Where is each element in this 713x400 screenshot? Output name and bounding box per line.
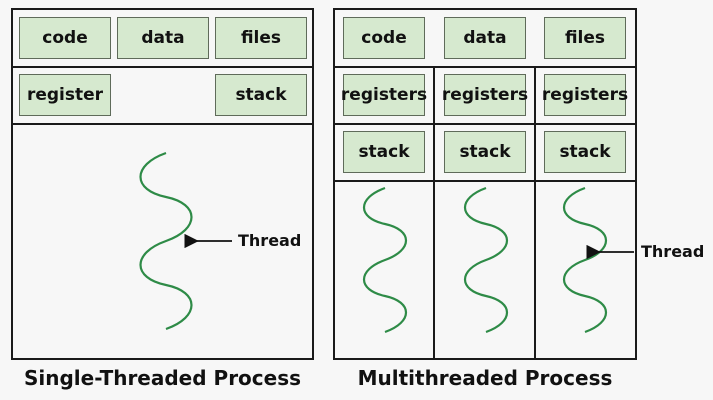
multi-divider-bottom [333, 180, 637, 182]
multi-registers-box: registers [341, 74, 427, 116]
multi-column-divider-2 [534, 66, 536, 360]
single-stack-box: stack [215, 74, 307, 116]
multi-stack-box: stack [444, 131, 526, 173]
single-divider-bottom [11, 123, 314, 125]
multi-thread-squiggle [563, 186, 607, 334]
single-code-box: code [19, 17, 111, 59]
multi-stack-box: stack [544, 131, 626, 173]
single-thread-squiggle [139, 151, 193, 331]
single-threaded-caption: Single-Threaded Process [23, 366, 302, 390]
multi-thread-squiggle [464, 186, 508, 334]
multi-thread-label: Thread [641, 242, 705, 261]
single-divider-top [11, 66, 314, 68]
multi-stack-box: stack [343, 131, 425, 173]
single-files-box: files [215, 17, 307, 59]
single-data-box: data [117, 17, 209, 59]
multi-divider-mid [333, 123, 637, 125]
multi-thread-squiggle [363, 186, 407, 334]
multi-divider-top [333, 66, 637, 68]
single-thread-label: Thread [238, 231, 302, 250]
multi-registers-box: registers [442, 74, 528, 116]
multi-registers-box: registers [542, 74, 628, 116]
multi-data-box: data [444, 17, 526, 59]
multi-column-divider-1 [433, 66, 435, 360]
multithreaded-caption: Multithreaded Process [357, 366, 613, 390]
multi-code-box: code [343, 17, 425, 59]
multi-files-box: files [544, 17, 626, 59]
single-register-box: register [19, 74, 111, 116]
